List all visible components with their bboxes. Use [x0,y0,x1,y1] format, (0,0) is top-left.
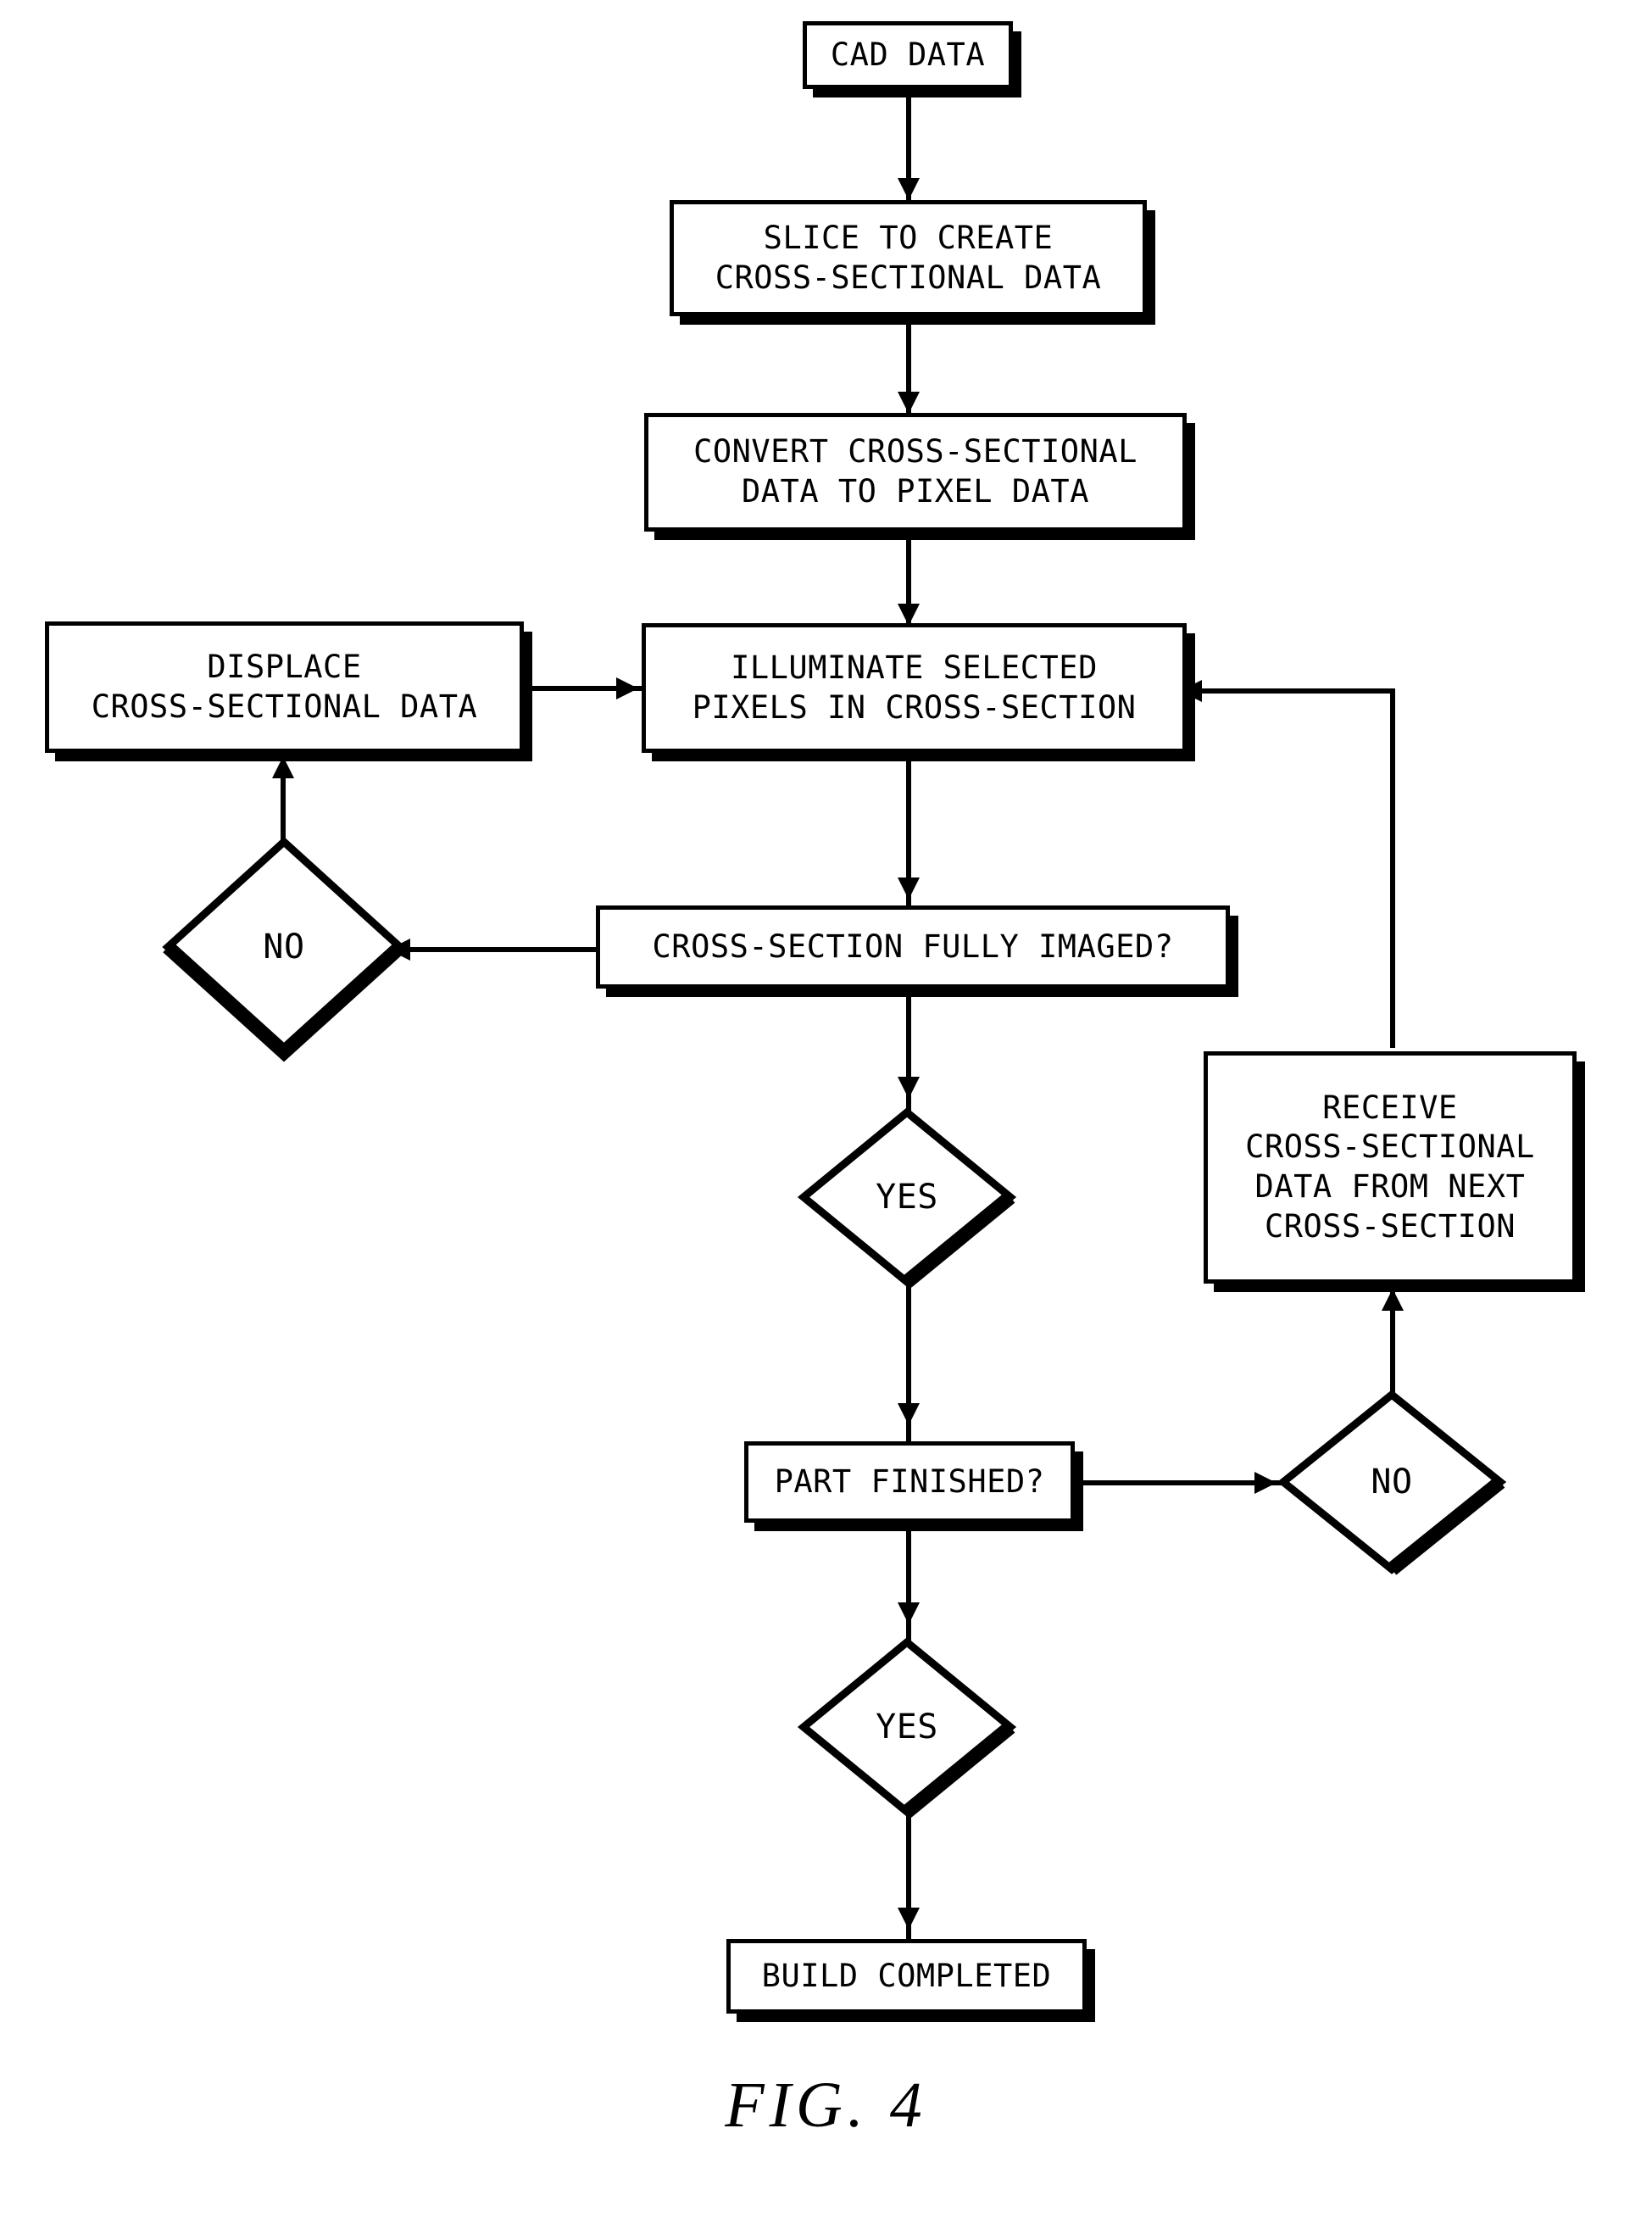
arrowhead-imaged-to-yes [898,1077,920,1099]
node-build-completed[interactable]: BUILD COMPLETED [726,1939,1087,2014]
connector-imaged-to-no [395,947,598,952]
diamond-outline [797,1107,1017,1287]
arrowhead-convert-to-illuminate [898,604,920,626]
diamond-outline [797,1637,1017,1817]
arrowhead-cad-to-slice [898,178,920,200]
diamond-shadow-edge [902,1721,1015,1818]
diamond-outline [1277,1390,1507,1574]
node-decision-finished-no[interactable]: NO [1277,1389,1507,1575]
diamond-shadow-edge [1387,1476,1505,1575]
connector-part-finished-to-yes [906,1523,911,1654]
connector-no-to-displace [281,757,286,859]
connector-imaged-to-yes [906,986,911,1122]
connector-part-finished-to-no [1078,1480,1282,1485]
node-part-finished[interactable]: PART FINISHED? [744,1441,1075,1523]
connector-no-to-receive [1390,1287,1395,1401]
node-illuminate-selected-pixels[interactable]: ILLUMINATE SELECTED PIXELS IN CROSS-SECT… [642,623,1187,753]
connector-cad-to-slice [906,87,911,223]
arrowhead-yes-to-build-completed [898,1908,920,1930]
diamond-shadow-edge [902,1191,1015,1288]
node-decision-finished-yes[interactable]: YES [797,1636,1017,1818]
node-cross-section-fully-imaged[interactable]: CROSS-SECTION FULLY IMAGED? [596,905,1230,989]
connector-receive-riser [1390,688,1395,1048]
arrowhead-slice-to-convert [898,392,920,414]
connector-yes-to-build-completed [906,1814,911,1966]
node-displace-cross-sectional-data[interactable]: DISPLACE CROSS-SECTIONAL DATA [45,621,524,753]
node-convert-to-pixel-data[interactable]: CONVERT CROSS-SECTIONAL DATA TO PIXEL DA… [644,413,1187,532]
connector-displace-to-illuminate [523,686,650,691]
connector-illuminate-to-imaged [906,751,911,921]
arrowhead-no-to-displace [272,756,294,778]
connector-receive-to-illuminate [1187,688,1395,694]
node-decision-imaged-yes[interactable]: YES [797,1106,1017,1288]
arrowhead-yes-to-part-finished [898,1403,920,1425]
arrowhead-no-to-receive [1382,1289,1404,1311]
arrowhead-illuminate-to-imaged [898,878,920,900]
diamond-shadow-edge [163,941,405,1062]
arrowhead-part-finished-to-no [1254,1472,1277,1494]
node-receive-next-cross-section[interactable]: RECEIVE CROSS-SECTIONAL DATA FROM NEXT C… [1204,1051,1577,1284]
arrowhead-part-finished-to-yes [898,1602,920,1624]
connector-slice-to-convert [906,314,911,437]
node-slice-to-create[interactable]: SLICE TO CREATE CROSS-SECTIONAL DATA [670,200,1147,316]
connector-yes-to-part-finished [906,1280,911,1450]
arrowhead-displace-to-illuminate [616,677,638,699]
node-cad-data[interactable]: CAD DATA [803,21,1013,89]
node-decision-imaged-no[interactable]: NO [161,835,407,1062]
figure-caption: FIG. 4 [725,2070,927,2141]
connector-convert-to-illuminate [906,530,911,632]
